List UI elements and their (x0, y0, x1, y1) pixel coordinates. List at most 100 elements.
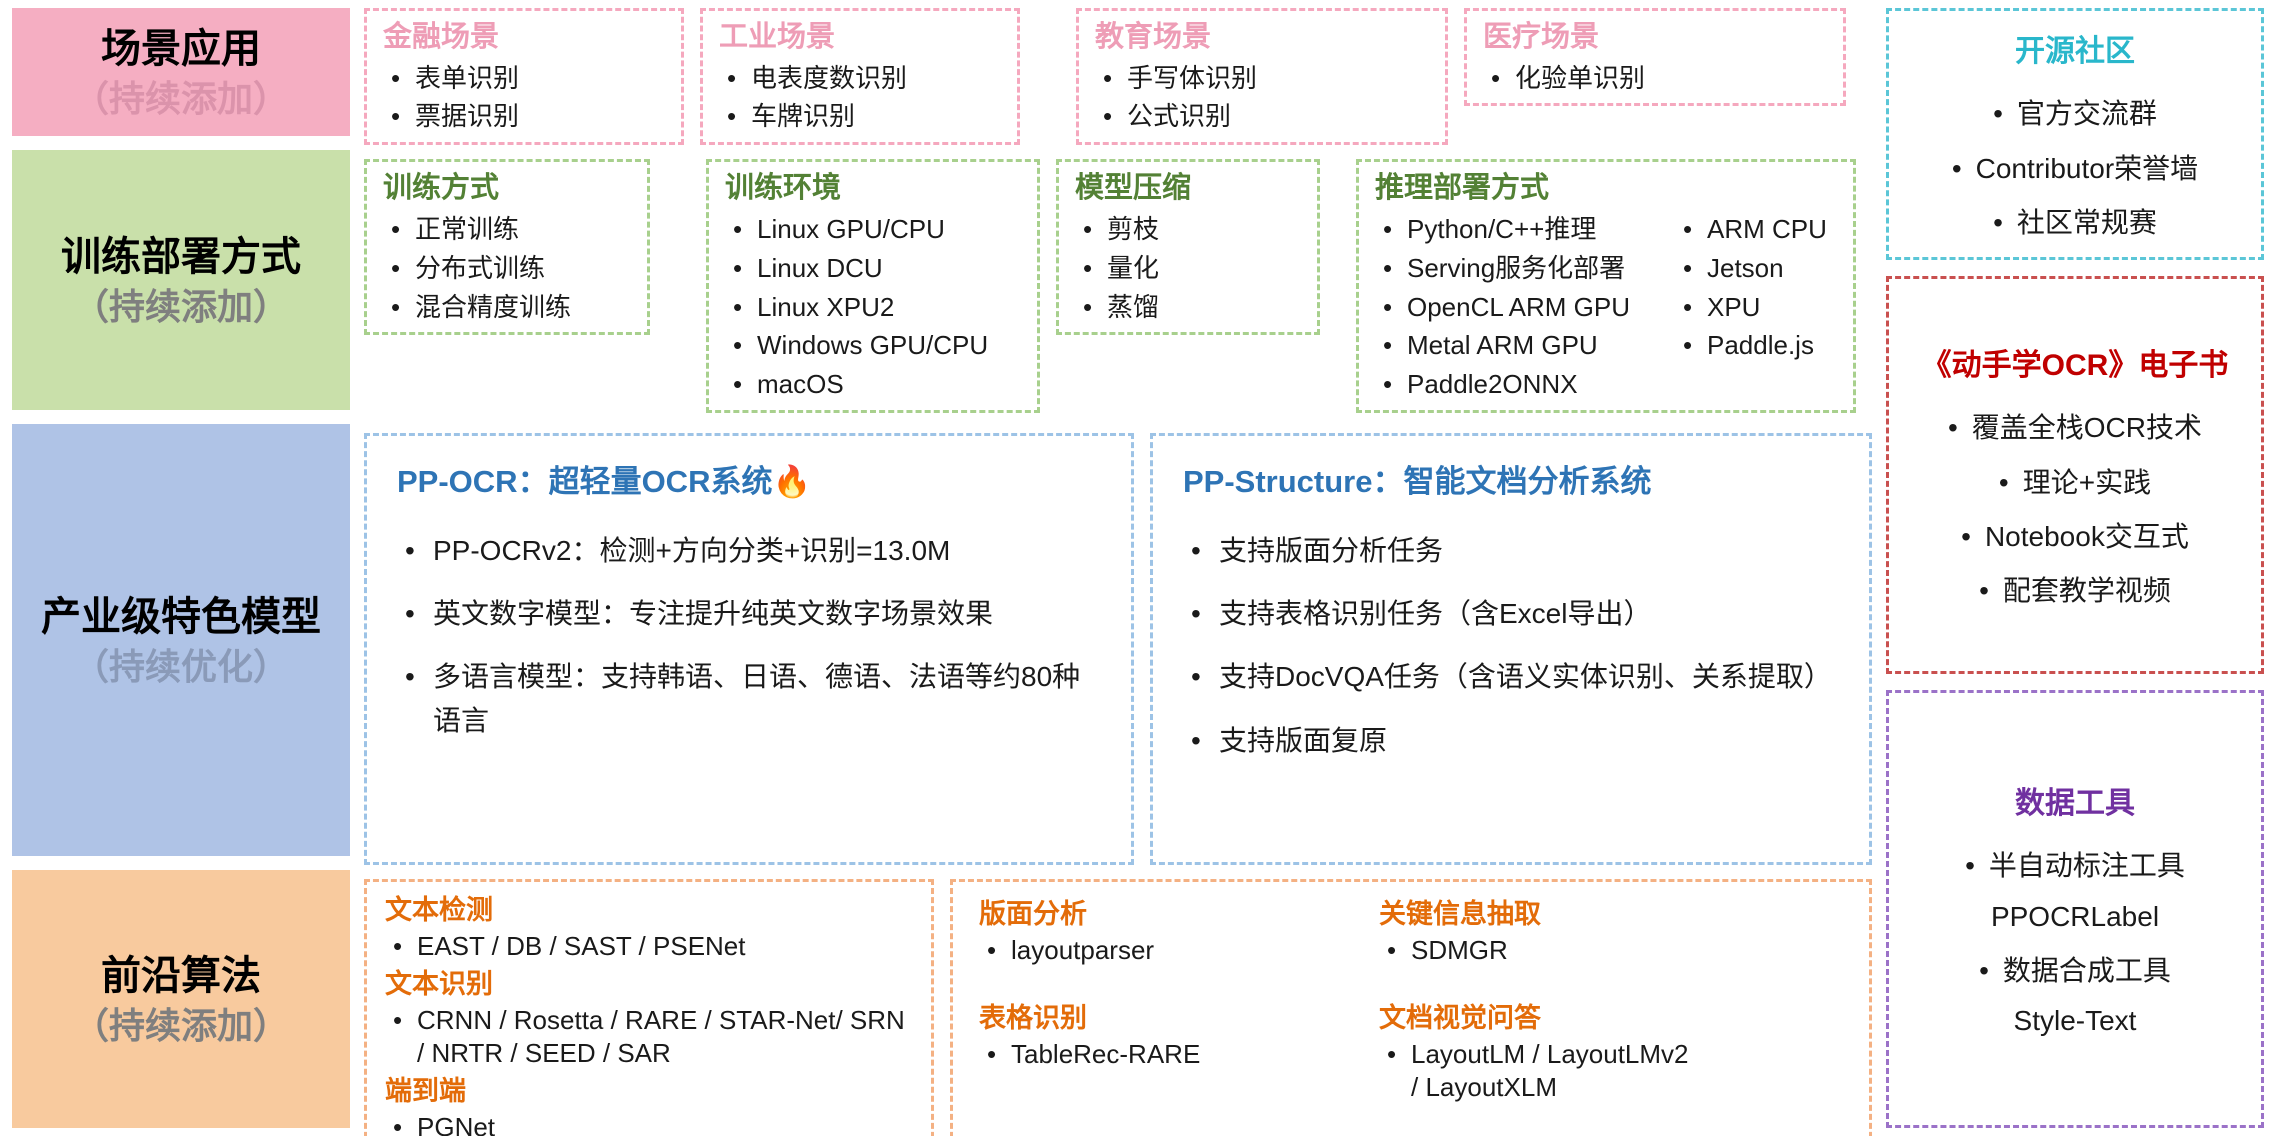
list-item: Metal ARM GPU (1375, 329, 1675, 363)
row-label-title: 产业级特色模型 (41, 594, 321, 639)
scene-item-list: 表单识别 票据识别 (383, 62, 665, 135)
list-item: 正常训练 (383, 213, 631, 247)
list-item: 配套教学视频 (1948, 573, 2202, 609)
list-item: 半自动标注工具 (1965, 848, 2185, 884)
row-label-title: 前沿算法 (101, 953, 261, 998)
sidebar-column: 开源社区 官方交流群 Contributor荣誉墙 社区常规赛 《动手学OCR》… (1886, 8, 2264, 1128)
algo-group-layout-analysis: 版面分析 layoutparser (979, 898, 1349, 968)
ocr-ebook-box: 《动手学OCR》电子书 覆盖全栈OCR技术 理论+实践 Notebook交互式 … (1886, 276, 2264, 674)
inference-deployment-box: 推理部署方式 Python/C++推理 Serving服务化部署 OpenCL … (1356, 159, 1856, 413)
main-content: 金融场景 表单识别 票据识别 工业场景 电表度数识别 车牌识别 教育场景 手写体… (364, 8, 1872, 1136)
algo-group-title: 版面分析 (979, 899, 1087, 930)
list-item: 理论+实践 (1948, 465, 2202, 501)
list-item: 数据合成工具 (1979, 953, 2171, 989)
training-item-list: Linux GPU/CPU Linux DCU Linux XPU2 Windo… (725, 213, 1021, 402)
list-item: Linux DCU (725, 252, 1021, 286)
model-compression-box: 模型压缩 剪枝 量化 蒸馏 (1056, 159, 1320, 336)
scene-item-list: 手写体识别 公式识别 (1095, 62, 1429, 135)
data-tools-box: 数据工具 半自动标注工具 PPOCRLabel 数据合成工具 Style-Tex… (1886, 690, 2264, 1128)
training-deployment-row: 训练方式 正常训练 分布式训练 混合精度训练 训练环境 Linux GPU/CP… (364, 159, 1872, 419)
training-box-title: 模型压缩 (1075, 172, 1192, 205)
algo-group-docvqa: 文档视觉问答 LayoutLM / LayoutLMv2 / LayoutXLM (1379, 1002, 1843, 1105)
inference-columns: Python/C++推理 Serving服务化部署 OpenCL ARM GPU… (1375, 208, 1837, 402)
list-item: LayoutLM / LayoutLMv2 / LayoutXLM (1379, 1038, 1689, 1106)
row-label-scene-applications: 场景应用 （持续添加） (12, 8, 350, 136)
list-item: 表单识别 (383, 62, 665, 96)
list-item: 量化 (1075, 252, 1301, 286)
list-item: 混合精度训练 (383, 291, 631, 325)
list-item: OpenCL ARM GPU (1375, 291, 1675, 325)
frontier-algorithms-row: 文本检测 EAST / DB / SAST / PSENet 文本识别 CRNN… (364, 879, 1872, 1136)
scene-box-title: 金融场景 (383, 21, 500, 53)
sidebar-box-title: 开源社区 (2015, 35, 2135, 69)
list-item: 覆盖全栈OCR技术 (1948, 410, 2202, 446)
list-item: SDMGR (1379, 934, 1843, 968)
list-item: 车牌识别 (719, 100, 1001, 134)
list-item: EAST / DB / SAST / PSENet (385, 930, 913, 964)
pp-structure-item-list: 支持版面分析任务 支持表格识别任务（含Excel导出） 支持DocVQA任务（含… (1183, 529, 1839, 763)
algo-group-title: 表格识别 (979, 1002, 1087, 1033)
algo-group-title: 关键信息抽取 (1379, 899, 1541, 930)
list-item: 社区常规赛 (1952, 205, 2198, 241)
list-item: 支持表格识别任务（含Excel导出） (1183, 592, 1839, 636)
ebook-item-list: 覆盖全栈OCR技术 理论+实践 Notebook交互式 配套教学视频 (1948, 392, 2202, 610)
row-label-training-deployment: 训练部署方式 （持续添加） (12, 150, 350, 410)
row-label-subtitle: （持续添加） (72, 77, 289, 119)
list-item: Linux GPU/CPU (725, 213, 1021, 247)
row-label-subtitle: （持续优化） (72, 645, 289, 687)
algo-item-list: LayoutLM / LayoutLMv2 / LayoutXLM (1379, 1038, 1843, 1106)
list-item: 多语言模型：支持韩语、日语、德语、法语等约80种语言 (397, 655, 1101, 742)
algo-group-title: 端到端 (385, 1076, 466, 1107)
pp-ocr-box: PP-OCR：超轻量OCR系统🔥 PP-OCRv2：检测+方向分类+识别=13.… (364, 433, 1134, 866)
training-item-list: 正常训练 分布式训练 混合精度训练 (383, 213, 631, 324)
list-item: Contributor荣誉墙 (1952, 151, 2199, 187)
list-item: Windows GPU/CPU (725, 329, 1021, 363)
list-item: Jetson (1675, 252, 1837, 286)
document-algorithms-box: 版面分析 layoutparser 关键信息抽取 SDMGR 表格识别 Tabl… (950, 879, 1872, 1136)
list-item: layoutparser (979, 934, 1349, 968)
training-box-title: 训练方式 (383, 172, 500, 205)
algo-item-list: CRNN / Rosetta / RARE / STAR-Net/ SRN / … (385, 1004, 913, 1072)
algo-item-list: TableRec-RARE (979, 1038, 1349, 1072)
list-item: 支持DocVQA任务（含语义实体识别、关系提取） (1183, 655, 1839, 699)
list-item: CRNN / Rosetta / RARE / STAR-Net/ SRN / … (385, 1004, 913, 1072)
sidebar-box-title: 数据工具 (2015, 787, 2135, 821)
list-item: Notebook交互式 (1948, 519, 2202, 555)
algo-item-list: layoutparser (979, 934, 1349, 968)
inference-column-2: ARM CPU Jetson XPU Paddle.js (1675, 208, 1837, 402)
algo-group-title: 文本识别 (385, 968, 493, 999)
training-methods-box: 训练方式 正常训练 分布式训练 混合精度训练 (364, 159, 650, 336)
list-item: 电表度数识别 (719, 62, 1001, 96)
row-label-title: 场景应用 (101, 26, 261, 71)
list-item: PGNet (385, 1111, 913, 1136)
pp-ocr-title: PP-OCR：超轻量OCR系统🔥 (397, 462, 1101, 502)
scene-box-finance: 金融场景 表单识别 票据识别 (364, 8, 684, 146)
pp-structure-title: PP-Structure：智能文档分析系统 (1183, 464, 1652, 500)
list-item: 蒸馏 (1075, 291, 1301, 325)
row-label-subtitle: （持续添加） (72, 1004, 289, 1046)
list-item: 化验单识别 (1483, 62, 1827, 96)
tools-item-list: 半自动标注工具 (1965, 830, 2185, 884)
algo-group-title: 文档视觉问答 (1379, 1002, 1541, 1033)
list-item: ARM CPU (1675, 213, 1837, 247)
list-item: Paddle.js (1675, 329, 1837, 363)
scene-box-industry: 工业场景 电表度数识别 车牌识别 (700, 8, 1020, 146)
scene-box-medical: 医疗场景 化验单识别 (1464, 8, 1846, 107)
algo-group-table-recognition: 表格识别 TableRec-RARE (979, 1002, 1349, 1105)
training-environment-box: 训练环境 Linux GPU/CPU Linux DCU Linux XPU2 … (706, 159, 1040, 413)
tool-name-label: PPOCRLabel (1990, 900, 2160, 932)
list-item: 公式识别 (1095, 100, 1429, 134)
list-item: macOS (725, 368, 1021, 402)
list-item: 英文数字模型：专注提升纯英文数字场景效果 (397, 592, 1101, 636)
open-source-community-box: 开源社区 官方交流群 Contributor荣誉墙 社区常规赛 (1886, 8, 2264, 260)
list-item: 官方交流群 (1952, 96, 2198, 132)
list-item: 剪枝 (1075, 213, 1301, 247)
row-label-title: 训练部署方式 (61, 234, 301, 279)
scene-box-education: 教育场景 手写体识别 公式识别 (1076, 8, 1448, 146)
community-item-list: 官方交流群 Contributor荣誉墙 社区常规赛 (1952, 78, 2199, 241)
training-box-title: 推理部署方式 (1375, 172, 1550, 205)
scene-box-title: 医疗场景 (1483, 21, 1600, 53)
list-item: XPU (1675, 291, 1837, 325)
scene-box-title: 教育场景 (1095, 21, 1212, 53)
